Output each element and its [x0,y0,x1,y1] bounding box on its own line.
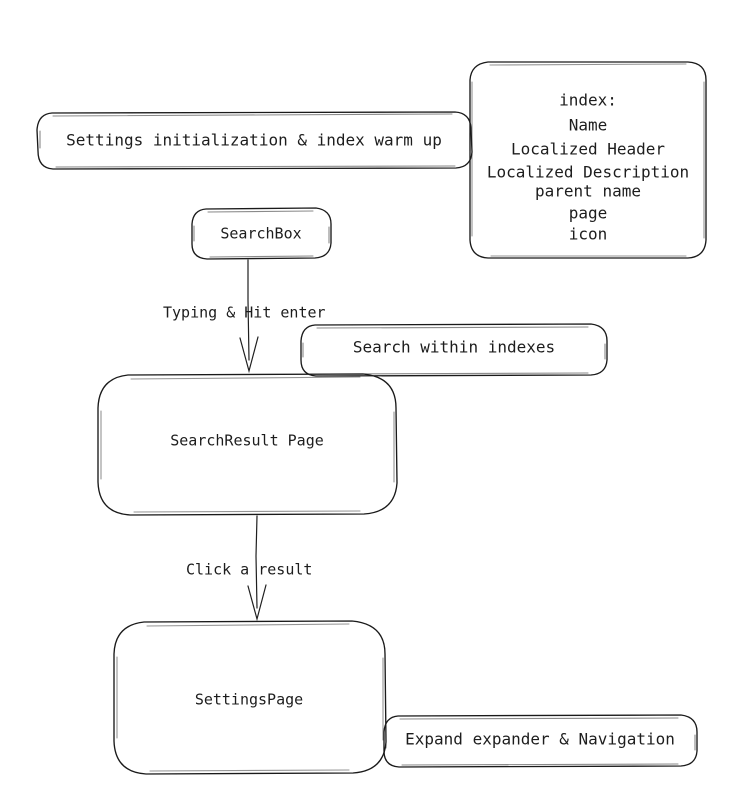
index-schema-field-name: Name [569,116,608,135]
node-searchbox[interactable]: SearchBox [191,207,332,260]
node-settingspage[interactable]: SettingsPage [113,620,387,775]
note-settings-initialization: Settings initialization & index warm up [36,111,473,170]
index-schema-field-page: page [569,204,608,223]
edge-typing-hit-enter-label: Typing & Hit enter [163,304,326,322]
index-schema-title: index: [559,91,617,110]
note-search-within-indexes: Search within indexes [300,323,608,377]
index-schema-field-parent-name: parent name [535,182,641,201]
node-searchresult-page-label: SearchResult Page [170,432,324,450]
index-schema-field-localized-description: Localized Description [487,163,689,182]
edge-click-a-result-label: Click a result [186,561,312,579]
index-schema-field-icon: icon [569,225,608,244]
index-schema-field-localized-header: Localized Header [511,140,665,159]
note-index-schema: index: Name Localized Header Localized D… [469,61,707,259]
note-search-within-indexes-label: Search within indexes [353,338,555,357]
note-expand-expander-navigation: Expand expander & Navigation [383,714,698,768]
note-expand-expander-navigation-label: Expand expander & Navigation [405,730,675,749]
node-searchbox-label: SearchBox [220,225,301,243]
node-settingspage-label: SettingsPage [195,691,303,709]
node-searchresult-page[interactable]: SearchResult Page [97,373,398,516]
edge-typing-hit-enter: Typing & Hit enter [163,259,326,374]
note-settings-initialization-label: Settings initialization & index warm up [66,131,442,150]
edge-click-a-result: Click a result [186,515,312,622]
